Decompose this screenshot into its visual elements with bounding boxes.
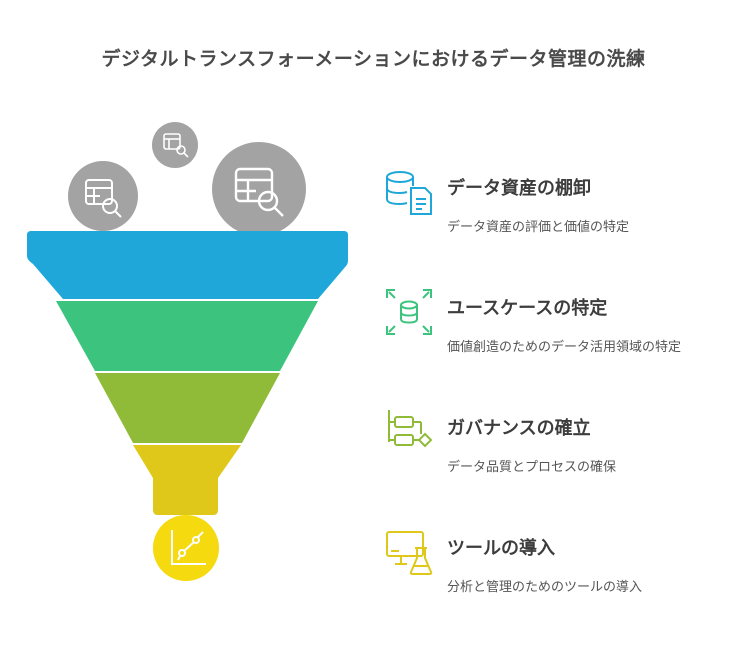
process-flow-icon [388,410,433,448]
stage-heading: データ資産の棚卸 [447,178,591,199]
database-document-icon [386,171,432,215]
small-bubble-table-search-icon [152,122,198,168]
stage-description: 分析と管理のためのツールの導入 [447,580,643,595]
stage-heading: ツールの導入 [447,538,555,559]
stage-description: データ品質とプロセスの確保 [447,460,617,475]
stage-heading: ユースケースの特定 [447,298,608,319]
large-bubble-table-search-icon [212,142,306,236]
page-title: デジタルトランスフォーメーションにおけるデータ管理の洗練 [101,48,646,70]
stage-heading: ガバナンスの確立 [447,418,591,439]
database-focus-icon [386,289,432,335]
medium-bubble-table-search-icon [68,161,138,231]
output-chart-icon [153,515,219,581]
computer-flask-icon [386,531,433,575]
stage-description: データ資産の評価と価値の特定 [447,220,630,235]
funnel-stage-3 [95,373,280,443]
funnel-stage-4 [133,445,241,515]
funnel-stage-1 [27,231,348,299]
stage-description: 価値創造のためのデータ活用領域の特定 [447,340,682,355]
funnel-stage-2 [56,301,318,371]
